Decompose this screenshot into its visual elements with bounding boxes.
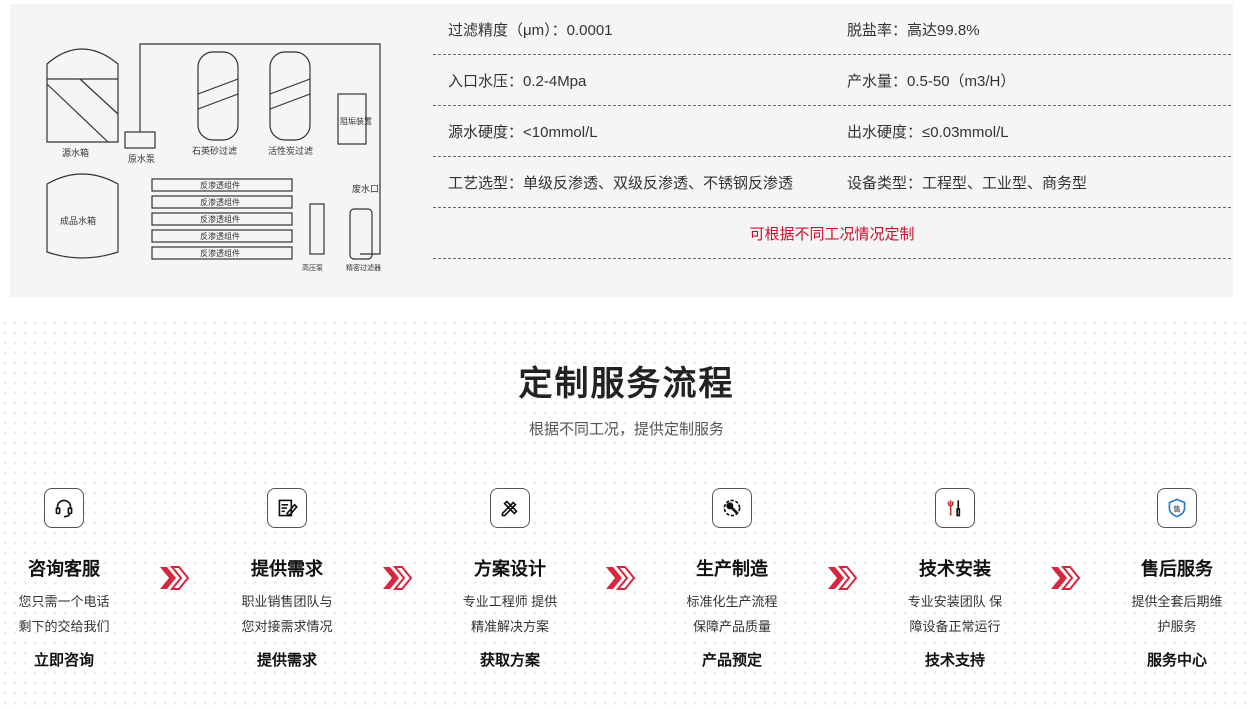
step-desc: 您只需一个电话 [18,594,110,609]
diagram-label: 废水口 [352,183,379,195]
section-title: 定制服务流程 [518,365,735,403]
step-title: 售后服务 [1141,559,1213,579]
process-step: 生产制造 标准化生产流程保障产品质量 产品预定 [632,488,832,670]
diagram-label: 石英砂过滤 [192,145,237,157]
edit-document-icon [267,488,307,528]
diagram-label: 成品水箱 [60,215,96,227]
step-link[interactable]: 产品预定 [701,652,762,669]
step-desc: 专业工程师 提供 [462,594,558,609]
spec-table: 过滤精度（μm）：0.0001 脱盐率：高达99.8% 入口水压：0.2-4Mpa 产… [433,4,1231,259]
custom-note: 可根据不同工况情况定制 [433,208,1231,259]
headset-icon [44,488,84,528]
diagram-label: 阻垢装置 [340,116,372,126]
diagram-label: 活性炭过滤 [268,145,313,157]
process-step: 提供需求 职业销售团队与您对接需求情况 提供需求 [187,488,387,670]
step-title: 生产制造 [696,559,768,579]
step-title: 方案设计 [474,559,546,579]
step-desc: 护服务 [1157,619,1197,634]
step-title: 提供需求 [251,559,323,579]
spec-cell: 过滤精度（μm）：0.0001 [448,21,613,39]
diagram-label: 原水泵 [128,153,155,165]
chevron-right-icon [160,566,190,590]
step-desc: 专业安装团队 保 [907,594,1003,609]
diagram-label: 反渗透组件 [200,180,240,190]
chevron-right-icon [828,566,858,590]
step-title: 技术安装 [919,559,991,579]
spec-cell: 源水硬度：<10mmol/L [448,123,598,141]
step-link[interactable]: 服务中心 [1146,652,1207,669]
step-desc: 您对接需求情况 [241,619,333,634]
step-link[interactable]: 技术支持 [924,652,985,669]
spec-cell: 入口水压：0.2-4Mpa [448,72,587,90]
process-step: 技术安装 专业安装团队 保障设备正常运行 技术支持 [855,488,1055,670]
spec-cell: 产水量：0.5-50（m3/H） [847,72,1016,90]
process-step: 售 售后服务 提供全套后期维护服务 服务中心 [1077,488,1253,670]
chevron-right-icon [1051,566,1081,590]
diagram-label: 反渗透组件 [200,248,240,258]
step-desc: 保障产品质量 [692,619,771,634]
spec-row: 工艺选型：单级反渗透、双级反渗透、不锈钢反渗透 设备类型：工程型、工业型、商务型 [433,157,1231,208]
step-title: 咨询客服 [28,559,100,579]
step-desc: 职业销售团队与 [241,594,333,609]
service-process-section: 定制服务流程 根据不同工况，提供定制服务 咨询客服 您只需一个电话剩下的交给我们… [0,318,1253,708]
step-desc: 剩下的交给我们 [18,619,110,634]
step-desc: 精准解决方案 [470,619,549,634]
spec-cell: 设备类型：工程型、工业型、商务型 [847,174,1088,192]
diagram-label: 精密过滤器 [346,263,381,272]
spec-row: 入口水压：0.2-4Mpa 产水量：0.5-50（m3/H） [433,55,1231,106]
step-link[interactable]: 获取方案 [479,652,540,669]
diagram-label: 反渗透组件 [200,231,240,241]
step-desc: 障设备正常运行 [909,619,1001,634]
spec-cell: 脱盐率：高达99.8% [847,21,980,39]
tools-icon [935,488,975,528]
diagram-label: 源水箱 [62,147,89,159]
spec-cell: 出水硬度：≤0.03mmol/L [847,123,1009,141]
step-link[interactable]: 提供需求 [256,652,317,669]
process-step: 咨询客服 您只需一个电话剩下的交给我们 立即咨询 [0,488,164,670]
step-desc: 标准化生产流程 [686,594,778,609]
spec-row: 源水硬度：<10mmol/L 出水硬度：≤0.03mmol/L [433,106,1231,157]
chevron-right-icon [383,566,413,590]
step-desc: 提供全套后期维 [1131,594,1223,609]
step-link[interactable]: 立即咨询 [33,652,94,669]
chevron-right-icon [606,566,636,590]
product-spec-panel: 源水箱 原水泵 石英砂过滤 活性炭过滤 阻垢装置 废水口 成品水箱 反渗透组件 … [10,4,1233,297]
spec-cell: 工艺选型：单级反渗透、双级反渗透、不锈钢反渗透 [448,174,794,192]
diagram-label: 反渗透组件 [200,214,240,224]
pencil-ruler-icon [490,488,530,528]
gear-wrench-icon [712,488,752,528]
diagram-label: 高压泵 [302,263,323,272]
diagram-label: 反渗透组件 [200,197,240,207]
shield-service-icon: 售 [1157,488,1197,528]
spec-row: 过滤精度（μm）：0.0001 脱盐率：高达99.8% [433,4,1231,55]
svg-text:售: 售 [1173,503,1181,513]
section-subtitle: 根据不同工况，提供定制服务 [528,421,724,438]
ro-process-diagram: 源水箱 原水泵 石英砂过滤 活性炭过滤 阻垢装置 废水口 成品水箱 反渗透组件 … [46,24,410,272]
process-step: 方案设计 专业工程师 提供精准解决方案 获取方案 [410,488,610,670]
